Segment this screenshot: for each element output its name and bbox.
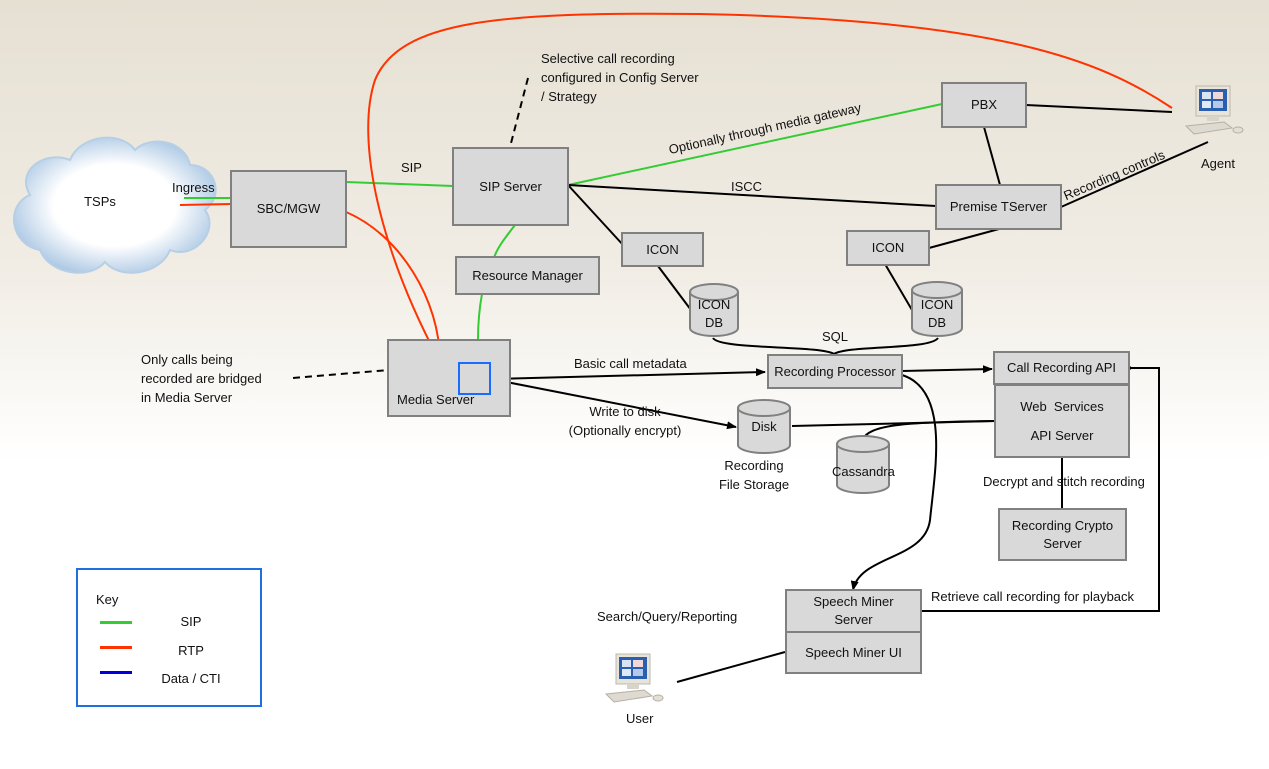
line-media-disk[interactable] xyxy=(490,378,737,430)
speech-miner-server-line1: Speech Miner xyxy=(813,594,894,609)
speech-miner-server-node[interactable]: Speech Miner Server xyxy=(785,589,922,633)
file-storage-line2: File Storage xyxy=(718,477,790,492)
recording-file-storage-label: Recording File Storage xyxy=(712,456,796,494)
sip-server-node[interactable]: SIP Server xyxy=(452,147,569,226)
web-services-line1: Web Services xyxy=(1020,399,1104,414)
line-sipserver-icon xyxy=(567,184,625,247)
line-pbx-agent xyxy=(1025,104,1173,113)
ingress-label: Ingress xyxy=(172,180,215,195)
media-bridge-box[interactable] xyxy=(458,362,491,395)
web-services-line2: API Server xyxy=(1030,428,1094,443)
sql-label: SQL xyxy=(822,329,849,344)
write-to-disk-label: Write to disk (Optionally encrypt) xyxy=(545,402,705,440)
icon-db-right-cylinder xyxy=(911,281,963,337)
premise-tserver-node[interactable]: Premise TServer xyxy=(935,184,1062,230)
media-server-label: Media Server xyxy=(397,392,475,407)
sip-line-sbc-sipserver xyxy=(345,181,454,187)
line-media-recproc[interactable] xyxy=(490,368,766,380)
disk-label: Disk xyxy=(751,419,777,434)
legend-swatch-sip xyxy=(100,621,132,624)
line-icon-icondb-left xyxy=(657,265,692,311)
recording-crypto-server-node[interactable]: Recording Crypto Server xyxy=(998,508,1127,561)
sip-label: SIP xyxy=(401,160,422,175)
bridged-line1: Only calls being xyxy=(141,352,233,367)
bridged-annotation: Only calls being recorded are bridged in… xyxy=(141,350,262,407)
basic-call-metadata-label: Basic call metadata xyxy=(574,356,687,371)
icon-right-node[interactable]: ICON xyxy=(846,230,930,266)
media-server-node[interactable]: Media Server xyxy=(387,339,511,417)
selective-recording-annotation: Selective call recording configured in C… xyxy=(541,49,699,106)
resource-manager-node[interactable]: Resource Manager xyxy=(455,256,600,295)
cassandra-label: Cassandra xyxy=(832,464,895,479)
legend-key: Key SIP RTP Data / CTI xyxy=(76,568,262,707)
legend-swatch-data-cti xyxy=(100,671,132,674)
retrieve-playback-label: Retrieve call recording for playback xyxy=(931,589,1135,604)
sip-line-resmgr-media xyxy=(477,293,483,341)
line-pbx-tserver xyxy=(983,126,1001,186)
rtp-line-agent-media xyxy=(367,12,1173,363)
decrypt-stitch-label: Decrypt and stitch recording xyxy=(983,474,1145,489)
dashed-selective-annotation xyxy=(509,77,529,148)
line-recproc-api[interactable] xyxy=(901,365,993,374)
tsps-label: TSPs xyxy=(84,194,116,209)
rtp-line-ingress xyxy=(179,203,232,206)
recording-processor-node[interactable]: Recording Processor xyxy=(767,354,903,389)
pbx-node[interactable]: PBX xyxy=(941,82,1027,128)
sbc-mgw-node[interactable]: SBC/MGW xyxy=(230,170,347,248)
crypto-line1: Recording Crypto xyxy=(1011,517,1114,533)
icon-db-left-label: ICON DB xyxy=(690,296,738,332)
line-tserver-icon xyxy=(928,228,1000,249)
speech-miner-server-line2: Server xyxy=(834,612,873,627)
crypto-line2: Server xyxy=(1043,535,1082,551)
legend-label-sip: SIP xyxy=(180,614,202,629)
user-computer-icon[interactable] xyxy=(600,652,670,712)
user-label: User xyxy=(626,711,654,726)
call-recording-api-node[interactable]: Call Recording API xyxy=(993,351,1130,385)
icon-left-node[interactable]: ICON xyxy=(621,232,704,267)
tsps-cloud xyxy=(13,136,217,274)
search-query-reporting-label: Search/Query/Reporting xyxy=(597,609,738,624)
agent-computer-icon[interactable] xyxy=(1180,84,1250,144)
bridged-line3: in Media Server xyxy=(141,390,233,405)
icon-db-right-label: ICON DB xyxy=(912,296,962,332)
selective-line1: Selective call recording xyxy=(541,51,675,66)
iscc-label: ISCC xyxy=(731,179,763,194)
disk-cylinder xyxy=(737,399,791,454)
icon-db-right-line1: ICON xyxy=(920,297,954,312)
icon-db-right-line2: DB xyxy=(927,315,947,330)
write-to-disk-line2: (Optionally encrypt) xyxy=(568,423,682,438)
agent-label: Agent xyxy=(1201,156,1235,171)
line-user-speechminer xyxy=(676,651,786,683)
line-tserver-agent xyxy=(1060,141,1209,208)
write-to-disk-line1: Write to disk xyxy=(589,404,661,419)
legend-label-rtp: RTP xyxy=(178,643,204,658)
icon-db-left-cylinder xyxy=(689,283,739,337)
icon-db-left-line2: DB xyxy=(704,315,724,330)
legend-title: Key xyxy=(96,592,119,607)
web-services-node[interactable]: Web Services API Server xyxy=(994,384,1130,458)
line-icon-icondb-right xyxy=(884,263,913,311)
line-sipserver-tserver-iscc xyxy=(567,184,937,207)
file-storage-line1: Recording xyxy=(724,458,784,473)
selective-line3: / Strategy xyxy=(541,89,597,104)
selective-line2: configured in Config Server xyxy=(541,70,699,85)
legend-label-data-cti: Data / CTI xyxy=(161,671,221,686)
cassandra-cylinder xyxy=(836,435,890,494)
legend-swatch-rtp xyxy=(100,646,132,649)
bridged-line2: recorded are bridged xyxy=(141,371,262,386)
line-recproc-speechminer[interactable] xyxy=(850,374,938,591)
sip-line-sipserver-pbx xyxy=(567,103,943,186)
line-speechminer-api-playback[interactable] xyxy=(922,368,1160,612)
sip-line-sipserver-resmgr xyxy=(493,224,516,259)
icon-db-left-line1: ICON xyxy=(697,297,731,312)
speech-miner-ui-node[interactable]: Speech Miner UI xyxy=(785,631,922,674)
sql-brace xyxy=(712,337,939,356)
